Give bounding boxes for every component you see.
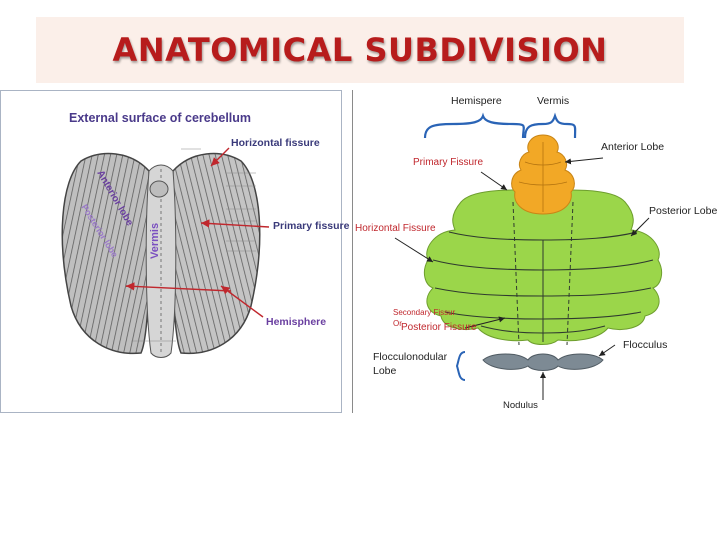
arrow-anterior-lobe — [564, 157, 604, 165]
label-flocculonodular-line1: Flocculonodular — [373, 351, 448, 363]
slide-title: ANATOMICAL SUBDIVISION — [112, 31, 608, 69]
arrow-primary-fissure — [480, 171, 508, 191]
label-posterior-lobe: Posterior Lobe — [649, 205, 718, 217]
label-anterior-lobe: Anterior Lobe — [601, 141, 665, 153]
label-vermis-vertical: Vermis — [149, 222, 161, 259]
label-horizontal-fissure: Horizontal fissure — [231, 137, 320, 149]
title-band — [36, 17, 684, 83]
label-secondary-fissure-or: Or — [393, 319, 402, 328]
arrow-primary-fissure — [200, 219, 270, 228]
external-surface-figure: External surface of cerebellum Horizonta… — [0, 90, 349, 413]
label-primary-fissure: Primary Fissure — [413, 157, 484, 168]
subdivision-figure: Hemispere Vermis Anterior Lobe Primary F… — [352, 90, 720, 413]
label-horizontal-fissure: Horizontal Fissure — [355, 223, 436, 234]
arrow-flocculus — [598, 344, 616, 357]
label-nodulus: Nodulus — [503, 400, 538, 411]
left-hemisphere-shape — [61, 152, 151, 355]
arrow-posterior-fissure — [464, 316, 506, 329]
label-flocculonodular-line2: Lobe — [373, 365, 397, 377]
label-hemispere: Hemispere — [451, 95, 502, 107]
label-vermis: Vermis — [537, 95, 570, 107]
external-surface-heading: External surface of cerebellum — [69, 111, 252, 125]
label-flocculus: Flocculus — [623, 339, 668, 351]
label-hemisphere: Hemisphere — [266, 316, 327, 328]
arrow-hemisphere-2 — [125, 282, 232, 292]
arrow-posterior-lobe — [630, 217, 650, 237]
flocculonodular-shape — [482, 353, 604, 371]
cerebellum-lobes-diagram — [394, 112, 663, 400]
label-secondary-fissure: Secondary Fissur — [393, 308, 456, 317]
cerebellum-illustration — [61, 147, 270, 358]
label-posterior-fissure: Posterior Fissure — [401, 322, 477, 333]
label-primary-fissure: Primary fissure — [273, 220, 350, 232]
arrow-horizontal-fissure — [210, 147, 230, 167]
arrow-horizontal-fissure — [394, 237, 434, 263]
right-hemisphere-shape — [171, 152, 261, 355]
